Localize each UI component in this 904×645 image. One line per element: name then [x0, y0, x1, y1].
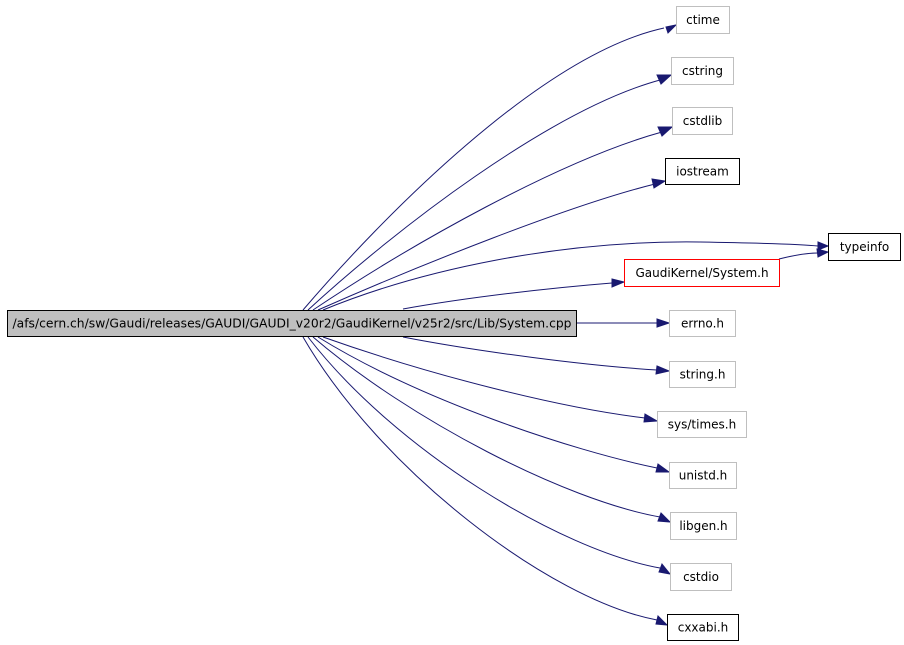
node-label-iostream: iostream	[676, 165, 729, 179]
node-cstdlib[interactable]: cstdlib	[672, 107, 733, 135]
arrowhead-root-to-string_h	[655, 365, 671, 375]
node-cxxabi[interactable]: cxxabi.h	[667, 614, 739, 641]
arrowhead-root-to-typeinfo	[817, 241, 830, 251]
node-box-cstdlib	[672, 107, 733, 135]
node-label-cstdio: cstdio	[683, 570, 719, 584]
arrowhead-root-to-cxxabi	[655, 615, 669, 626]
node-label-root: /afs/cern.ch/sw/Gaudi/releases/GAUDI/GAU…	[13, 317, 572, 331]
arrowhead-root-to-iostream	[651, 178, 667, 189]
node-string_h[interactable]: string.h	[669, 361, 736, 388]
node-iostream[interactable]: iostream	[665, 158, 740, 185]
edge-root-to-libgen	[312, 336, 661, 518]
edge-root-to-times	[322, 336, 646, 419]
edge-root-to-cstdlib	[312, 131, 663, 311]
node-box-typeinfo	[828, 233, 901, 261]
edge-system_h-to-typeinfo	[778, 252, 819, 260]
node-times[interactable]: sys/times.h	[657, 411, 747, 438]
node-label-string_h: string.h	[680, 368, 726, 382]
node-box-cstring	[671, 57, 734, 85]
arrowhead-root-to-system_h	[611, 278, 626, 288]
node-label-ctime: ctime	[686, 13, 720, 27]
arrowhead-root-to-cstdio	[658, 563, 672, 575]
node-libgen[interactable]: libgen.h	[670, 512, 737, 540]
node-box-cstdio	[670, 563, 732, 591]
node-ctime[interactable]: ctime	[676, 6, 730, 34]
arrowhead-root-to-errno	[656, 318, 671, 328]
graph-nodes: /afs/cern.ch/sw/Gaudi/releases/GAUDI/GAU…	[7, 6, 901, 641]
node-box-libgen	[670, 512, 737, 540]
edge-root-to-iostream	[317, 183, 656, 311]
node-box-cxxabi	[667, 614, 739, 641]
node-label-libgen: libgen.h	[679, 519, 727, 533]
node-label-times: sys/times.h	[668, 418, 736, 432]
node-label-system_h: GaudiKernel/System.h	[635, 266, 768, 280]
edge-root-to-system_h	[402, 282, 613, 310]
arrowhead-system_h-to-typeinfo	[816, 248, 830, 258]
node-typeinfo[interactable]: typeinfo	[828, 233, 901, 261]
edge-root-to-cstring	[307, 79, 661, 311]
edge-root-to-string_h	[402, 336, 658, 371]
node-label-cstring: cstring	[682, 64, 723, 78]
node-unistd[interactable]: unistd.h	[669, 462, 737, 489]
node-box-root	[7, 310, 577, 337]
node-system_h[interactable]: GaudiKernel/System.h	[624, 259, 780, 287]
arrowhead-root-to-unistd	[655, 463, 671, 473]
graph-edges	[302, 24, 830, 626]
node-box-errno	[669, 310, 736, 337]
node-box-iostream	[665, 158, 740, 185]
edge-root-to-cstdio	[307, 336, 661, 569]
arrowhead-root-to-ctime	[665, 24, 678, 34]
edge-root-to-typeinfo	[322, 241, 819, 311]
node-label-errno: errno.h	[681, 317, 724, 331]
node-label-typeinfo: typeinfo	[840, 240, 889, 254]
node-label-cxxabi: cxxabi.h	[678, 621, 729, 635]
node-cstring[interactable]: cstring	[671, 57, 734, 85]
node-box-ctime	[676, 6, 730, 34]
edge-root-to-unistd	[317, 336, 658, 469]
node-errno[interactable]: errno.h	[669, 310, 736, 337]
arrowhead-root-to-libgen	[657, 512, 672, 523]
arrowhead-root-to-cstring	[656, 74, 673, 85]
node-box-unistd	[669, 462, 737, 489]
arrowhead-root-to-cstdlib	[657, 126, 674, 137]
edge-root-to-ctime	[302, 27, 665, 311]
node-box-times	[657, 411, 747, 438]
node-root[interactable]: /afs/cern.ch/sw/Gaudi/releases/GAUDI/GAU…	[7, 310, 577, 337]
node-box-string_h	[669, 361, 736, 388]
arrowhead-root-to-times	[643, 413, 659, 423]
node-label-cstdlib: cstdlib	[683, 114, 722, 128]
node-box-system_h	[624, 259, 780, 287]
node-label-unistd: unistd.h	[679, 469, 728, 483]
edge-root-to-cxxabi	[302, 336, 658, 621]
node-cstdio[interactable]: cstdio	[670, 563, 732, 591]
